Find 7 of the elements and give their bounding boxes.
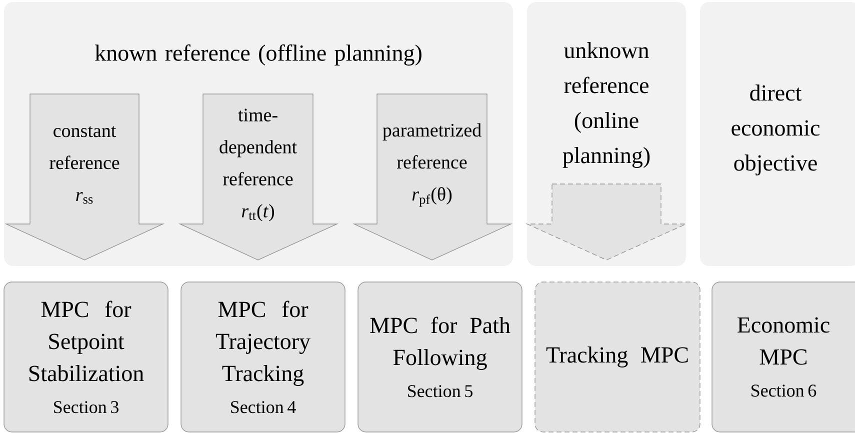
process-box: MPC for Path Following Section 5 bbox=[358, 282, 522, 432]
process-box: MPC for Setpoint Stabilization Section 3 bbox=[4, 282, 168, 432]
polygon-shape bbox=[525, 184, 688, 260]
process-box: Tracking MPC bbox=[534, 282, 700, 432]
process-box: MPC for Trajectory Tracking Section 4 bbox=[180, 282, 346, 432]
process-box: Economic MPC Section 6 bbox=[712, 282, 855, 432]
panel: direct economic objective bbox=[700, 2, 855, 266]
